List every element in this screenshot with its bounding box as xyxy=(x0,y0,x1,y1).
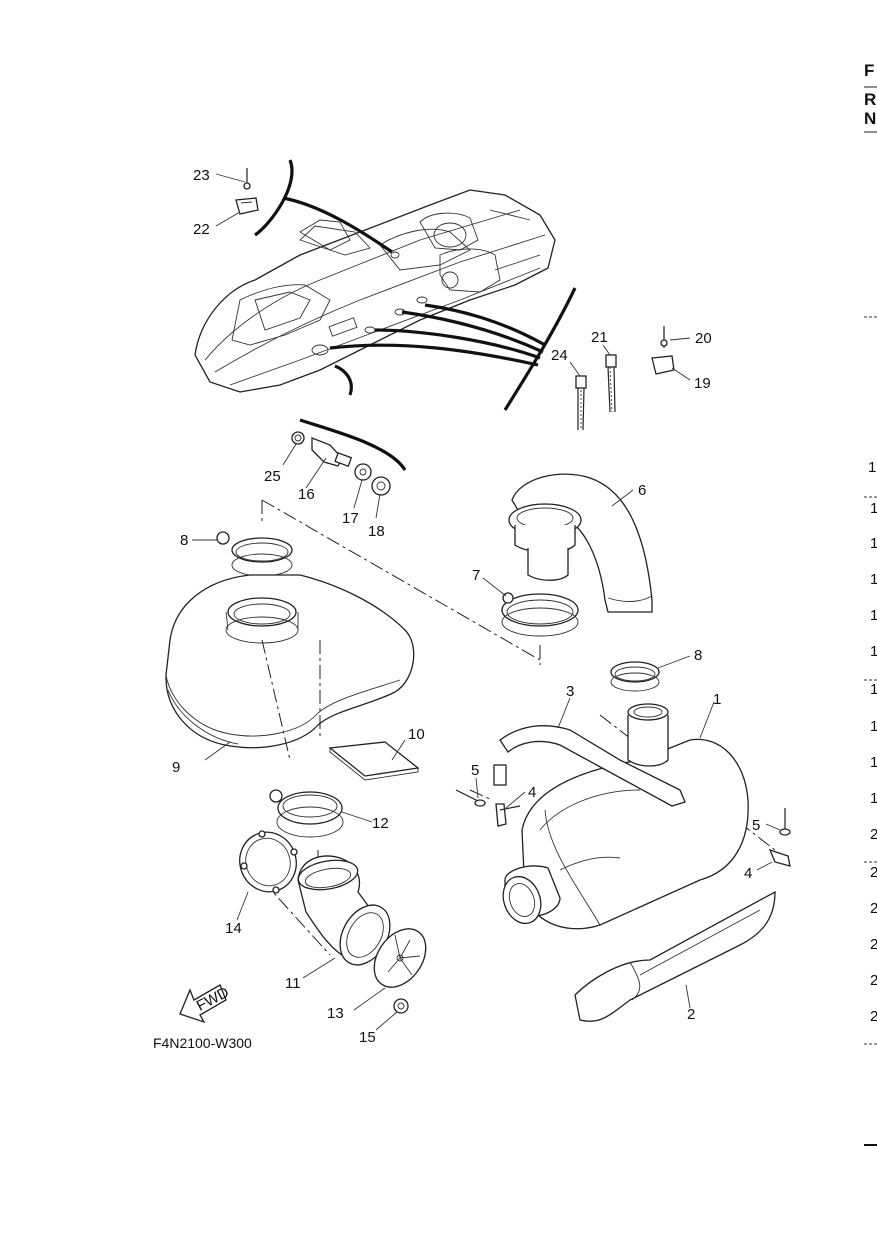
callout-5-right: 5 xyxy=(752,817,760,834)
fwd-label: FWD xyxy=(194,984,232,1015)
edge-number: 1 xyxy=(870,535,877,552)
bracket-4-right xyxy=(768,848,791,867)
callout-15: 15 xyxy=(359,1029,376,1046)
figure-code: F4N2100-W300 xyxy=(153,1035,252,1051)
edge-number: 2 xyxy=(870,936,877,953)
callout-20: 20 xyxy=(695,330,712,347)
callout-6: 6 xyxy=(638,482,646,499)
edge-number: 1 xyxy=(870,681,877,698)
fitting-16-valve xyxy=(311,437,353,467)
edge-number: 2 xyxy=(870,864,877,881)
fitting-24-band xyxy=(575,375,587,431)
fitting-20-screw xyxy=(660,326,668,348)
pipe-6 xyxy=(508,473,653,613)
right-edge-column: F R N 1 1 1 1 1 1 1 1 1 1 2 2 2 2 2 2 xyxy=(864,61,877,1146)
edge-letter-n: N xyxy=(864,109,876,128)
watercraft-illustration xyxy=(194,189,556,393)
fitting-18-nut xyxy=(371,476,391,496)
gasket-13 xyxy=(373,928,427,988)
clamp-7 xyxy=(501,592,579,637)
fwd-arrow-icon: FWD xyxy=(179,984,232,1024)
callout-19: 19 xyxy=(694,375,711,392)
fitting-17-washer xyxy=(354,463,372,481)
callout-12: 12 xyxy=(372,815,389,832)
callout-4-right: 4 xyxy=(744,865,752,882)
fitting-21-band xyxy=(605,354,617,413)
elbow-11 xyxy=(297,855,391,966)
edge-number: 2 xyxy=(870,972,877,989)
bracket-4-left xyxy=(495,803,521,827)
callout-2: 2 xyxy=(687,1006,695,1023)
edge-number: 1 xyxy=(870,643,877,660)
flange-14 xyxy=(239,830,298,894)
plate-10 xyxy=(328,741,420,781)
edge-number: 1 xyxy=(870,607,877,624)
muffler-1 xyxy=(502,703,749,930)
edge-number: 2 xyxy=(870,826,877,843)
edge-number: 2 xyxy=(870,1008,877,1025)
callout-1: 1 xyxy=(713,691,721,708)
fitting-22-clip xyxy=(235,197,259,215)
callout-22: 22 xyxy=(193,221,210,238)
callout-21: 21 xyxy=(591,329,608,346)
callout-8-lower: 8 xyxy=(694,647,702,664)
callout-4-left: 4 xyxy=(528,784,536,801)
callout-16: 16 xyxy=(298,486,315,503)
edge-number: 1 xyxy=(870,571,877,588)
edge-letter-r: R xyxy=(864,90,876,109)
bolt-5-left xyxy=(455,789,486,807)
callout-5-left: 5 xyxy=(471,762,479,779)
strap-3 xyxy=(493,725,686,807)
callout-11: 11 xyxy=(285,975,301,992)
callout-10: 10 xyxy=(408,726,425,743)
clamp-12 xyxy=(269,789,344,838)
callout-8-upper: 8 xyxy=(180,532,188,549)
nut-15 xyxy=(393,998,409,1014)
waterlock-9 xyxy=(165,574,415,761)
callout-23: 23 xyxy=(193,167,210,184)
cover-2 xyxy=(574,890,776,1022)
edge-number: 1 xyxy=(870,718,877,735)
callout-9: 9 xyxy=(172,759,180,776)
callout-17: 17 xyxy=(342,510,359,527)
edge-letter-f: F xyxy=(864,61,874,80)
callout-25: 25 xyxy=(264,468,281,485)
hose-routing xyxy=(254,159,577,471)
leader-lines xyxy=(192,173,781,1031)
clamp-8-upper xyxy=(216,531,293,577)
edge-number: 1 xyxy=(870,500,877,517)
bolt-5-right xyxy=(779,808,791,836)
callout-3: 3 xyxy=(566,683,574,700)
edge-number: 1 xyxy=(870,790,877,807)
callout-24: 24 xyxy=(551,347,568,364)
callout-14: 14 xyxy=(225,920,242,937)
edge-number: 2 xyxy=(870,900,877,917)
fitting-23-screw xyxy=(243,168,251,190)
callout-18: 18 xyxy=(368,523,385,540)
callout-13: 13 xyxy=(327,1005,344,1022)
callout-7: 7 xyxy=(472,567,480,584)
edge-number: 1 xyxy=(870,754,877,771)
edge-number: 1 xyxy=(868,459,876,476)
callout-labels: 23 22 20 21 19 24 25 16 17 18 8 6 7 8 3 … xyxy=(172,167,760,1046)
clamp-8-lower xyxy=(610,661,660,692)
fitting-25-clamp xyxy=(291,431,305,445)
fitting-19-clip xyxy=(651,355,675,375)
